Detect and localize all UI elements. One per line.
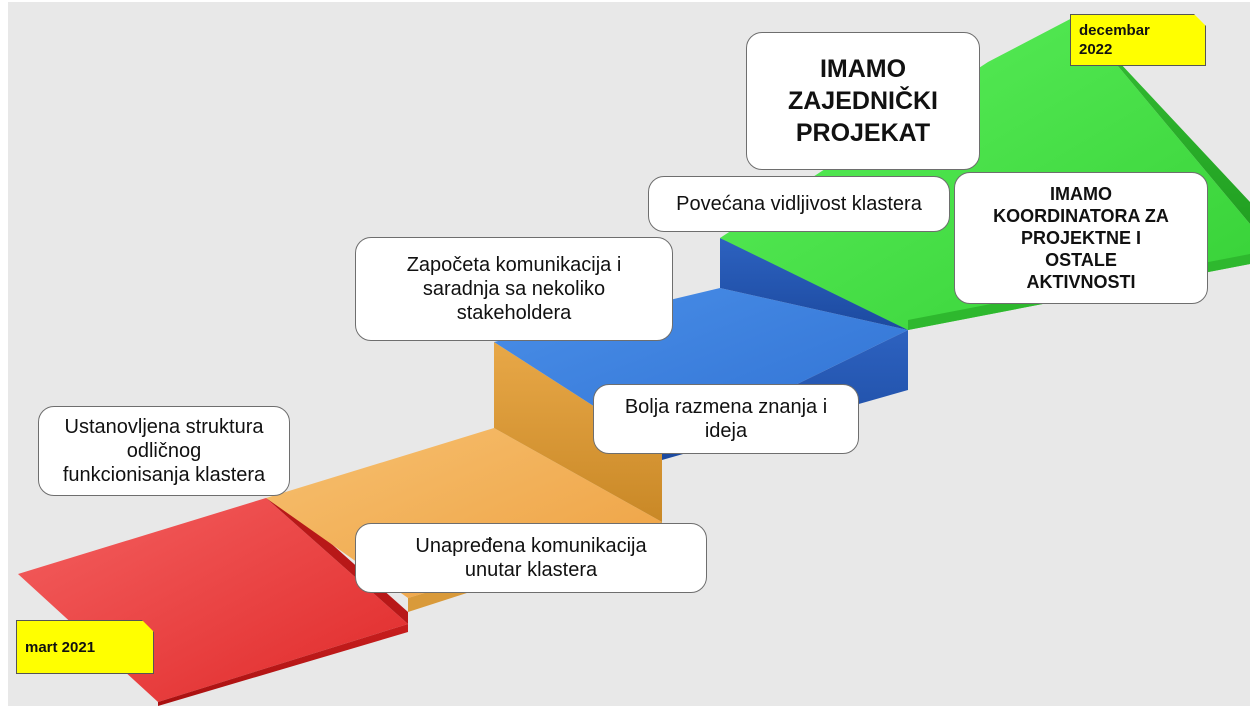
- step-4-box: Bolja razmena znanja i ideja: [593, 384, 859, 454]
- step-1-box: Ustanovljena struktura odličnog funkcion…: [38, 406, 290, 496]
- step-5-box: Povećana vidljivost klastera: [648, 176, 950, 232]
- red-step-side: [158, 624, 408, 706]
- end-date-note: decembar 2022: [1070, 14, 1206, 66]
- start-date-note: mart 2021: [16, 620, 154, 674]
- slide: Ustanovljena struktura odličnog funkcion…: [8, 2, 1250, 706]
- green-arrow-head-side: [1076, 16, 1250, 224]
- orange-riser: [494, 342, 662, 522]
- staircase-graphic: [18, 16, 1250, 706]
- step-6-box: IMAMO KOORDINATORA ZA PROJEKTNE I OSTALE…: [954, 172, 1208, 304]
- step-3-box: Započeta komunikacija i saradnja sa neko…: [355, 237, 673, 341]
- step-7-box: IMAMO ZAJEDNIČKI PROJEKAT: [746, 32, 980, 170]
- step-2-box: Unapređena komunikacija unutar klastera: [355, 523, 707, 593]
